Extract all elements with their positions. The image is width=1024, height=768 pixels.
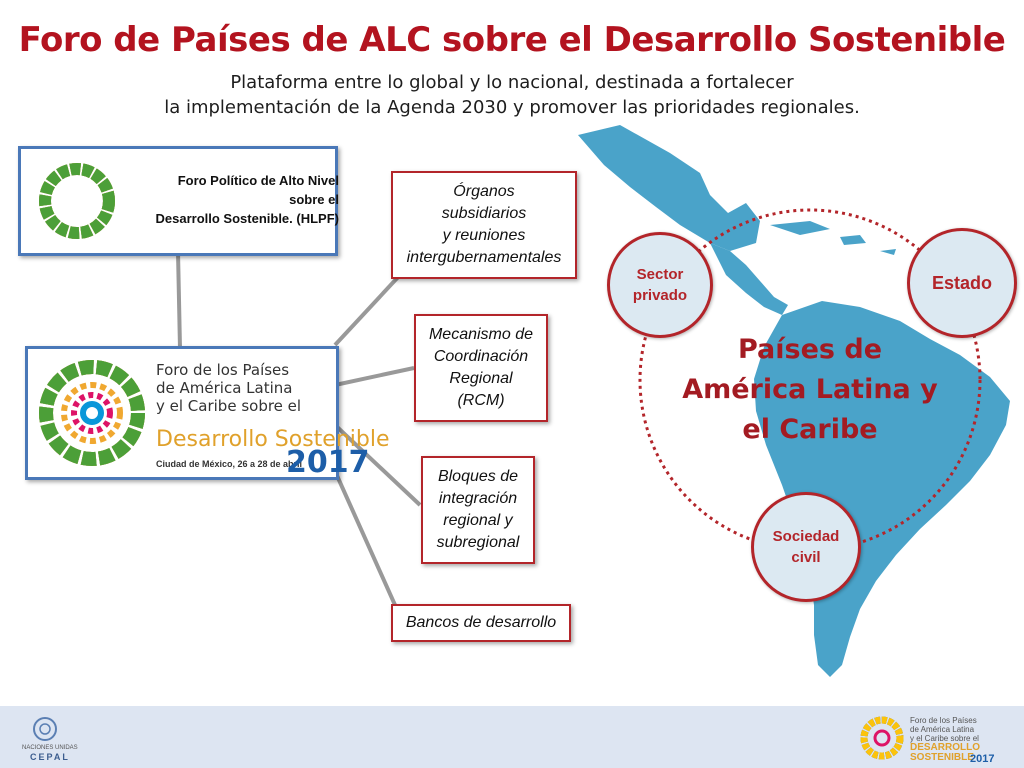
- page-title: Foro de Países de ALC sobre el Desarroll…: [18, 20, 1006, 60]
- footer-logo-line-2: de América Latina: [910, 725, 975, 734]
- footer-bar: NACIONES UNIDAS CEPAL Foro de los Países…: [0, 706, 1024, 768]
- branch-bloques-line-2: integración: [438, 490, 518, 507]
- node-sociedad-civil-line-1: Sociedad: [772, 528, 840, 545]
- foro-line-1: Foro de los Países: [156, 361, 290, 379]
- footer-logo-big: DESARROLLO SOSTENIBLE: [910, 743, 980, 763]
- foro-big-text: Desarrollo Sostenible: [156, 427, 390, 452]
- subtitle-line-2: la implementación de la Agenda 2030 y pr…: [164, 97, 860, 118]
- branch-bloques: Bloques de integración regional y subreg…: [421, 456, 535, 564]
- footer-logo-year: 2017: [970, 753, 995, 765]
- branch-bancos: Bancos de desarrollo: [391, 604, 571, 642]
- map-caribbean-islands: [770, 221, 896, 255]
- branch-bloques-line-4: subregional: [436, 534, 520, 551]
- branch-rcm: Mecanismo de Coordinación Regional (RCM): [414, 314, 548, 422]
- hlpf-line-1: Foro Político de Alto Nivel: [177, 173, 339, 188]
- footer-logo-text: Foro de los Países de América Latina y e…: [910, 716, 979, 743]
- branch-organos: Órganos subsidiarios y reuniones intergu…: [391, 171, 577, 279]
- branch-rcm-line-1: Mecanismo de: [428, 326, 534, 343]
- branch-bloques-line-3: regional y: [443, 512, 513, 529]
- center-line-3: el Caribe: [742, 414, 878, 445]
- hlpf-line-2: sobre el: [289, 192, 339, 207]
- branch-bloques-line-1: Bloques de: [437, 468, 519, 485]
- foro-wheel-icon: [39, 360, 145, 466]
- branch-rcm-line-3: Regional: [449, 370, 513, 387]
- un-label: NACIONES UNIDAS: [22, 745, 78, 751]
- hlpf-line-3: Desarrollo Sostenible. (HLPF): [155, 211, 339, 226]
- node-sociedad-civil-line-2: civil: [791, 549, 821, 566]
- branch-rcm-line-2: Coordinación: [433, 348, 529, 365]
- node-estado-line-1: Estado: [931, 272, 992, 293]
- hlpf-box: Foro Político de Alto Nivel sobre el Des…: [18, 146, 339, 256]
- cepal-label: CEPAL: [30, 752, 70, 762]
- node-sector-privado: Sector privado: [607, 232, 713, 338]
- footer-logo-big-1: DESARROLLO: [910, 742, 980, 753]
- center-line-1: Países de: [737, 334, 883, 365]
- node-sector-privado-line-1: Sector: [636, 266, 684, 283]
- map-mexico: [578, 125, 760, 251]
- footer-wheel-icon: [860, 716, 904, 760]
- branch-organos-line-4: intergubernamentales: [406, 249, 562, 266]
- foro-date: Ciudad de México, 26 a 28 de abril: [156, 459, 303, 469]
- footer-logo-line-1: Foro de los Países: [910, 716, 977, 725]
- subtitle-line-1: Plataforma entre lo global y lo nacional…: [230, 72, 794, 93]
- map-central-america: [710, 243, 788, 315]
- sdg-wheel-icon: [39, 163, 115, 239]
- foro-title: Foro de los Países de América Latina y e…: [156, 361, 336, 415]
- center-label: Países de América Latina y el Caribe: [680, 330, 940, 450]
- foro-year: 2017: [286, 445, 370, 480]
- node-estado: Estado: [907, 228, 1017, 338]
- branch-organos-line-2: subsidiarios: [441, 205, 527, 222]
- branch-organos-line-3: y reuniones: [442, 227, 526, 244]
- hlpf-label: Foro Político de Alto Nivel sobre el Des…: [139, 171, 339, 228]
- un-emblem-icon: [33, 717, 57, 741]
- foro-logo-box: Foro de los Países de América Latina y e…: [25, 346, 390, 480]
- branch-organos-line-1: Órganos: [453, 183, 515, 200]
- foro-line-2: de América Latina: [156, 379, 293, 397]
- branch-bancos-line-1: Bancos de desarrollo: [405, 614, 557, 631]
- node-sector-privado-line-2: privado: [632, 287, 688, 304]
- page-subtitle: Plataforma entre lo global y lo nacional…: [0, 70, 1024, 120]
- foro-line-3: y el Caribe sobre el: [156, 397, 302, 415]
- center-line-2: América Latina y: [682, 374, 938, 405]
- node-sociedad-civil: Sociedad civil: [751, 492, 861, 602]
- footer-logo-big-2: SOSTENIBLE: [910, 752, 974, 763]
- branch-rcm-line-4: (RCM): [457, 392, 505, 409]
- footer-logo-line-3: y el Caribe sobre el: [910, 734, 979, 743]
